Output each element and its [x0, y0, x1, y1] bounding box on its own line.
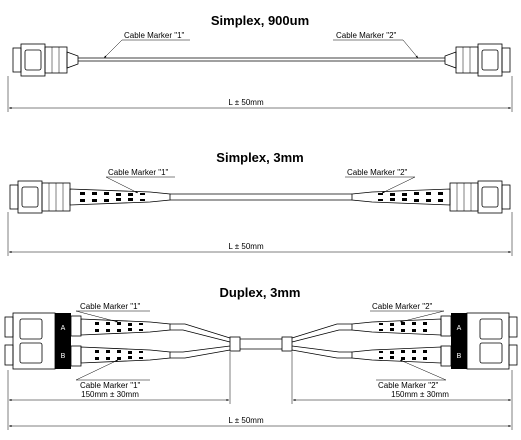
section-title: Duplex, 3mm: [220, 285, 301, 300]
breakout-length-left: 150mm ± 30mm: [81, 390, 139, 399]
sc-connector-right: [449, 180, 511, 214]
length-dimension: L ± 50mm: [228, 98, 264, 107]
strain-relief-boots-left: [80, 318, 171, 364]
cable-marker-2-bottom-label: Cable Marker "2": [378, 381, 439, 390]
duplex-connector-right: A B: [440, 312, 518, 370]
section-duplex-3mm: Duplex, 3mm A B: [4, 285, 518, 430]
section-title: Simplex, 3mm: [216, 150, 303, 165]
cable-marker-1-top-label: Cable Marker "1": [80, 302, 141, 311]
sc-connector-right: [444, 43, 511, 77]
cable-marker-2-label: Cable Marker "2": [336, 31, 397, 40]
cable-marker-1-label: Cable Marker "1": [108, 168, 169, 177]
section-simplex-3mm: Simplex, 3mm: [7, 150, 513, 256]
duplex-connector-left: A B: [4, 312, 82, 370]
cable-marker-2-label: Cable Marker "2": [347, 168, 408, 177]
breakout-left: [229, 336, 241, 352]
section-simplex-900um: Simplex, 900um Cable Marker "1": [7, 13, 513, 112]
sc-connector-left: [12, 43, 79, 77]
strain-relief-boots-right: [351, 318, 442, 364]
strain-relief-boot-left: [69, 188, 171, 206]
strain-relief-boot-right: [351, 188, 451, 206]
cable-marker-2-top-label: Cable Marker "2": [372, 302, 433, 311]
cable-marker-1-label: Cable Marker "1": [124, 31, 185, 40]
cable-marker-1-bottom-label: Cable Marker "1": [80, 381, 141, 390]
section-title: Simplex, 900um: [211, 13, 309, 28]
port-label-a: A: [61, 325, 66, 332]
port-label-b: B: [457, 353, 462, 360]
length-dimension: L ± 50mm: [228, 416, 264, 425]
breakout-right: [281, 336, 293, 352]
sc-connector-left: [9, 180, 71, 214]
length-dimension: L ± 50mm: [228, 242, 264, 251]
port-label-a: A: [457, 325, 462, 332]
breakout-length-right: 150mm ± 30mm: [391, 390, 449, 399]
port-label-b: B: [61, 353, 66, 360]
